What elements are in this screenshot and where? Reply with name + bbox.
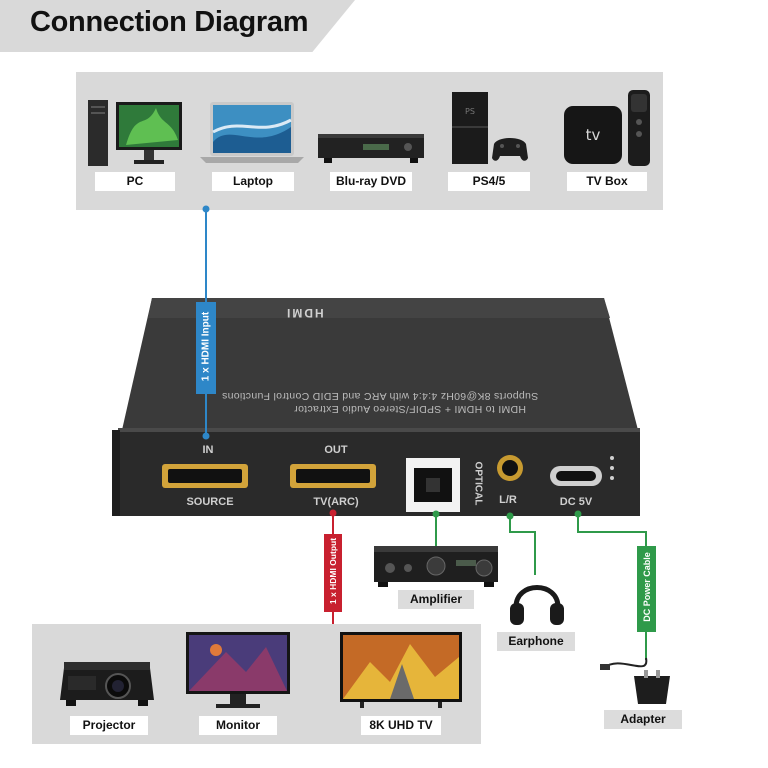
bluray-player-icon (318, 134, 424, 163)
game-console-icon: PS (452, 92, 528, 164)
source-label-bluray: Blu-ray DVD (330, 172, 412, 191)
monitor-icon (186, 632, 290, 708)
source-label-tvbox: TV Box (567, 172, 647, 191)
source-label-pc: PC (95, 172, 175, 191)
power-adapter-icon (600, 657, 670, 704)
port-label-lr: L/R (499, 494, 517, 506)
tv-icon (340, 632, 462, 708)
port-label-out: OUT (324, 444, 348, 456)
projector-icon (60, 662, 154, 706)
tv-box-icon: tv (564, 90, 650, 166)
page-title: Connection Diagram (30, 6, 309, 38)
power-cable-badge (637, 546, 656, 632)
display-label-monitor: Monitor (199, 716, 277, 735)
source-label-laptop: Laptop (212, 172, 294, 191)
port-label-dc: DC 5V (559, 496, 593, 508)
port-label-tv-arc: TV(ARC) (313, 496, 359, 508)
audio-label-amplifier: Amplifier (398, 590, 474, 609)
laptop-icon (200, 102, 304, 163)
svg-text:PS: PS (465, 107, 475, 116)
input-cable-badge (196, 302, 216, 394)
extractor-device (112, 298, 640, 516)
output-cable-badge (324, 534, 342, 612)
source-label-ps: PS4/5 (448, 172, 530, 191)
headphones-icon (510, 585, 564, 625)
title-banner (0, 0, 355, 52)
power-cable-label: DC Power Cable (642, 552, 652, 622)
display-label-8k-tv: 8K UHD TV (361, 716, 441, 735)
port-label-in: IN (202, 444, 214, 456)
port-label-source: SOURCE (186, 496, 234, 508)
display-label-projector: Projector (70, 716, 148, 735)
pc-icon (88, 100, 182, 166)
amplifier-icon (374, 546, 498, 587)
audio-label-earphone: Earphone (497, 632, 575, 651)
svg-text:tv: tv (586, 126, 601, 144)
audio-label-adapter: Adapter (604, 710, 682, 729)
